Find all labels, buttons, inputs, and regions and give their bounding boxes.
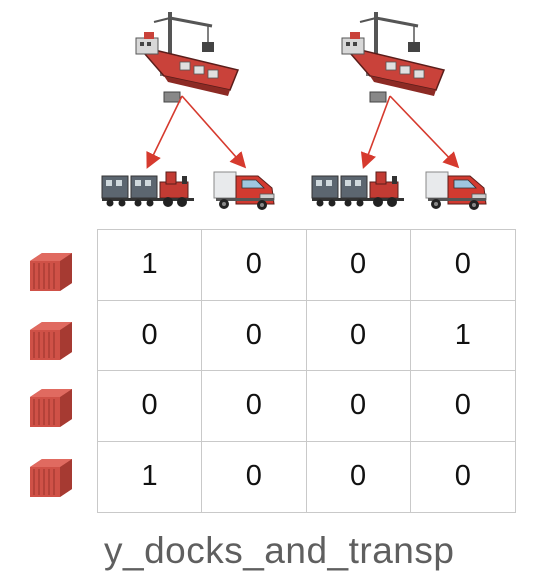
matrix-cell: 0	[98, 371, 203, 442]
ship-crane-icon	[134, 10, 240, 104]
docks-transport-illustration	[101, 10, 487, 211]
container-icon	[30, 253, 72, 291]
matrix-cell: 1	[98, 441, 203, 512]
arrow	[181, 95, 247, 169]
matrix-cell: 0	[202, 371, 307, 442]
arrow	[389, 95, 460, 169]
matrix-cell: 0	[202, 230, 307, 301]
matrix-cell: 0	[306, 371, 411, 442]
matrix-cell: 1	[410, 301, 515, 371]
assignment-matrix: 1 0 0 0 0 0 0 1 0 0 0 0 1 0 0 0	[97, 229, 516, 513]
container-icon	[30, 322, 72, 360]
matrix-cell: 0	[306, 230, 411, 301]
matrix-caption: y_docks_and_transp	[104, 530, 455, 571]
arrow	[146, 95, 183, 169]
train-icon	[311, 171, 405, 208]
matrix-cell: 1	[98, 230, 203, 301]
matrix-cell: 0	[202, 300, 307, 371]
container-icon	[30, 389, 72, 427]
truck-icon	[425, 171, 487, 211]
arrow	[360, 95, 391, 169]
matrix-cell: 0	[454, 460, 471, 493]
matrix-cell: 0	[307, 441, 411, 512]
container-icon	[30, 459, 72, 497]
matrix-cell: 0	[202, 441, 307, 512]
matrix-cell: 0	[410, 371, 515, 442]
matrix-cell: 0	[410, 230, 515, 301]
ship-crane-icon	[340, 10, 446, 104]
matrix-cell: 0	[98, 300, 203, 371]
truck-icon	[213, 171, 275, 211]
train-icon	[101, 171, 195, 208]
matrix-cell: 0	[306, 300, 411, 371]
